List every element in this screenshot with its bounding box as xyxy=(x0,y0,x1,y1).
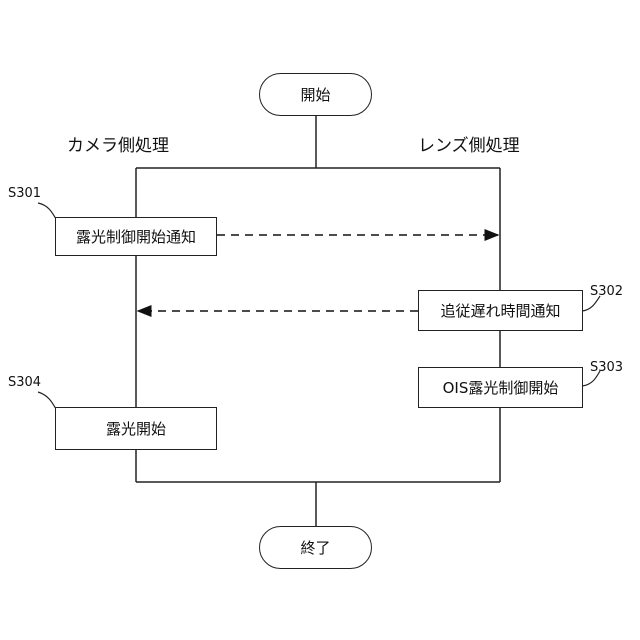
step-text-s304: 露光開始 xyxy=(106,418,166,439)
step-box-s304: 露光開始 xyxy=(55,407,217,450)
start-label: 開始 xyxy=(300,84,330,105)
end-label: 終了 xyxy=(300,537,330,558)
camera-lane-title: カメラ側処理 xyxy=(67,131,169,156)
end-terminal: 終了 xyxy=(259,526,372,569)
s304-leader xyxy=(38,392,56,409)
step-box-s301: 露光制御開始通知 xyxy=(55,217,217,256)
step-id-s302: S302 xyxy=(590,284,623,299)
step-box-s302: 追従遅れ時間通知 xyxy=(418,290,583,331)
step-text-s302: 追従遅れ時間通知 xyxy=(440,300,560,321)
step-text-s303: OIS露光制御開始 xyxy=(443,377,559,398)
s301-leader xyxy=(38,203,56,219)
step-id-s303: S303 xyxy=(590,360,623,375)
step-id-s304: S304 xyxy=(8,375,41,390)
lens-lane-title: レンズ側処理 xyxy=(418,131,520,156)
step-id-s301: S301 xyxy=(8,186,41,201)
step-text-s301: 露光制御開始通知 xyxy=(76,226,196,247)
start-terminal: 開始 xyxy=(259,73,372,116)
step-box-s303: OIS露光制御開始 xyxy=(418,367,583,408)
